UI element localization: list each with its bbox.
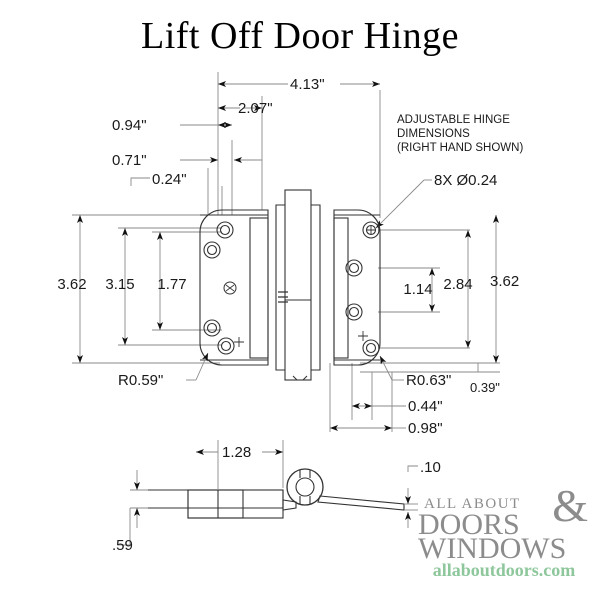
note-line2: DIMENSIONS bbox=[397, 128, 470, 140]
dim-024: 0.24" bbox=[130, 171, 187, 188]
logo-line-doors: DOORS bbox=[418, 508, 520, 541]
logo-line-windows: WINDOWS bbox=[418, 532, 567, 565]
dim-413-label: 4.13" bbox=[290, 76, 325, 93]
dim-left-177-label: 1.77 bbox=[157, 276, 186, 293]
note-adjustable-hinge: ADJUSTABLE HINGE DIMENSIONS (RIGHT HAND … bbox=[397, 114, 523, 154]
dim-overall-width: 4.13" bbox=[218, 76, 380, 93]
dim-010: .10 bbox=[405, 459, 441, 528]
dim-radius-left: R0.59" bbox=[118, 352, 209, 389]
dim-right-362-label: 3.62 bbox=[490, 273, 519, 290]
note-line3: (RIGHT HAND SHOWN) bbox=[397, 142, 523, 154]
dim-128-label: 1.28 bbox=[222, 444, 251, 461]
dim-inner-width: 2.07" bbox=[218, 100, 273, 117]
dim-010-label: .10 bbox=[420, 459, 441, 476]
left-plate-holes bbox=[203, 221, 244, 355]
dim-left-362: 3.62 bbox=[57, 215, 87, 363]
left-hinge-plate bbox=[199, 209, 269, 366]
dim-098: 0.98" bbox=[330, 420, 443, 437]
dim-r059-label: R0.59" bbox=[118, 372, 163, 389]
dim-039: 0.39" bbox=[470, 363, 500, 395]
dim-left-362-label: 3.62 bbox=[57, 276, 86, 293]
dim-207-label: 2.07" bbox=[238, 100, 273, 117]
dim-024-label: 0.24" bbox=[152, 171, 187, 188]
note-line1: ADJUSTABLE HINGE bbox=[397, 114, 510, 126]
dim-071-label: 0.71" bbox=[112, 152, 147, 169]
dim-left-315: 3.15 bbox=[105, 228, 135, 345]
callout-8x-label: 8X Ø0.24 bbox=[434, 172, 497, 189]
callout-8x-holes: 8X Ø0.24 bbox=[375, 172, 497, 229]
dim-right-114: 1.14 bbox=[403, 268, 435, 312]
right-hinge-plate bbox=[333, 209, 381, 366]
company-logo: ALL ABOUT DOORS WINDOWS & allaboutdoors.… bbox=[418, 483, 590, 580]
dim-radius-right: R0.63" bbox=[379, 355, 451, 389]
dim-039-label: 0.39" bbox=[470, 380, 500, 395]
page-title: Lift Off Door Hinge bbox=[140, 15, 459, 57]
dim-044: 0.44" bbox=[352, 398, 443, 415]
logo-line-all-about: ALL ABOUT bbox=[424, 496, 521, 512]
dim-094-label: 0.94" bbox=[112, 117, 147, 134]
dim-right-284: 2.84 bbox=[443, 230, 473, 348]
hinge-barrel bbox=[275, 189, 321, 381]
dim-128: 1.28 bbox=[196, 444, 283, 461]
dim-left-315-label: 3.15 bbox=[105, 276, 134, 293]
dim-r063-label: R0.63" bbox=[406, 372, 451, 389]
dim-right-284-label: 2.84 bbox=[443, 276, 472, 293]
dim-071: 0.71" bbox=[112, 152, 262, 169]
dim-right-362: 3.62 bbox=[490, 215, 519, 363]
right-plate-holes bbox=[345, 221, 380, 357]
dim-094: 0.94" bbox=[112, 117, 232, 134]
dim-right-114-label: 1.14 bbox=[403, 281, 432, 298]
dim-059-label: .59 bbox=[112, 537, 133, 554]
side-view-profile bbox=[147, 468, 405, 519]
logo-url: allaboutdoors.com bbox=[432, 560, 576, 580]
side-view-extension-lines bbox=[118, 440, 418, 546]
extension-lines bbox=[72, 72, 500, 432]
dim-left-177: 1.77 bbox=[157, 232, 187, 330]
dim-098-label: 0.98" bbox=[408, 420, 443, 437]
dim-044-label: 0.44" bbox=[408, 398, 443, 415]
dim-059: .59 bbox=[112, 470, 140, 554]
logo-ampersand: & bbox=[552, 480, 588, 531]
